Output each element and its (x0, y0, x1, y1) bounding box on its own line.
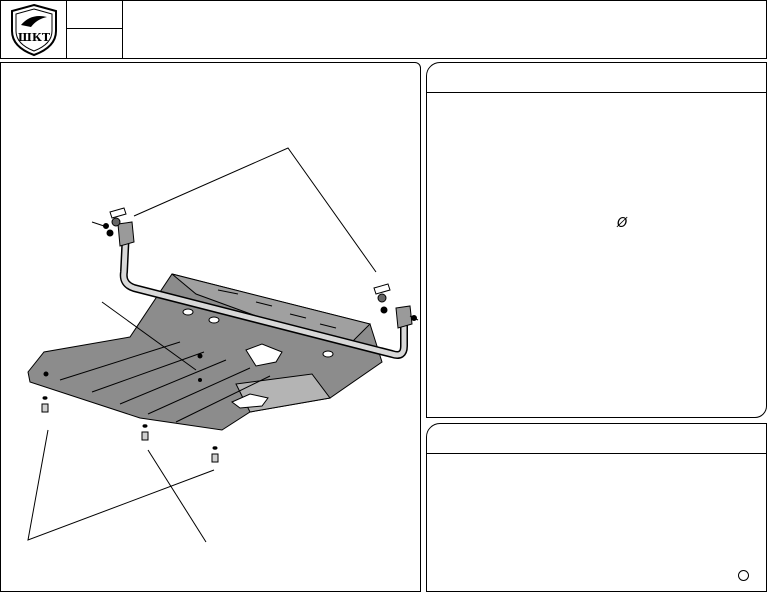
assembly-drawing (27, 147, 419, 543)
skid-plate (27, 273, 383, 431)
title-cell (123, 1, 766, 58)
notes-panel (426, 423, 767, 592)
logo-cell: ШКТ (1, 1, 67, 58)
notes-panel-heading (427, 424, 766, 454)
shield-logo-icon: ШКТ (11, 3, 57, 57)
specification-panel: Ø (426, 62, 767, 418)
assembly-drawing-frame (0, 62, 421, 592)
code-cell-top (67, 1, 123, 29)
fasteners (41, 207, 419, 463)
diameter-symbol: Ø (617, 216, 628, 231)
specification-panel-heading (427, 63, 766, 93)
header-bar: ШКТ (0, 0, 767, 59)
leader-lines (27, 147, 377, 543)
code-cell-bottom (67, 29, 123, 58)
circle-marker-icon (738, 570, 749, 581)
tube-crossbar (117, 221, 413, 359)
logo-lettering: ШКТ (18, 31, 51, 44)
